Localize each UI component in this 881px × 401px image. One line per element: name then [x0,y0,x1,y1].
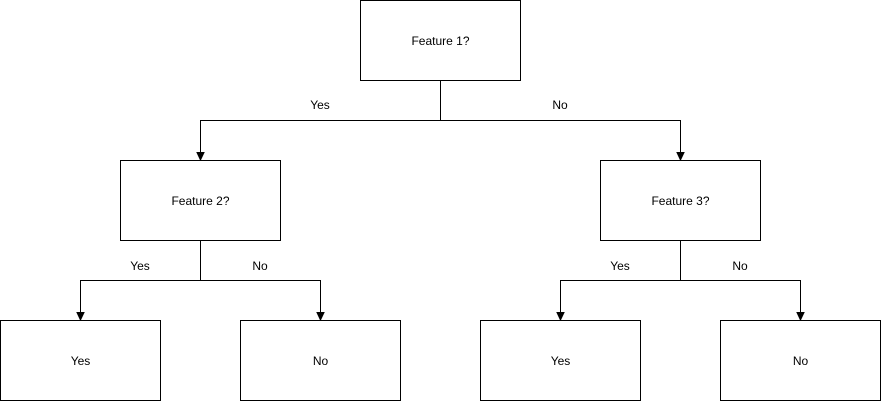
arrowhead-to-leaf1 [76,312,85,322]
edge-label-feature2-yes: Yes [130,259,150,273]
node-leaf4-label: No [793,354,809,368]
arrowhead-to-feature2 [196,152,205,162]
edge-feature2-no [200,280,321,313]
arrowhead-to-feature3 [676,152,685,162]
node-leaf1: Yes [0,320,161,401]
node-feature1-label: Feature 1? [411,34,469,48]
edge-feature1-no [440,120,681,153]
edge-labels: Yes No Yes No Yes No [130,98,748,273]
arrowhead-to-leaf4 [796,312,805,322]
arrowhead-to-leaf2 [316,312,325,322]
edge-feature1-yes [200,120,441,153]
node-leaf4: No [720,320,881,401]
node-leaf1-label: Yes [71,354,91,368]
edge-label-feature1-yes: Yes [310,98,330,112]
node-feature3-label: Feature 3? [651,194,709,208]
node-feature1: Feature 1? [360,0,521,81]
node-feature3: Feature 3? [600,160,761,241]
node-feature2-label: Feature 2? [171,194,229,208]
edge-label-feature3-yes: Yes [610,259,630,273]
edge-label-feature1-no: No [552,98,568,112]
edge-feature2-yes [80,280,201,313]
node-feature2: Feature 2? [120,160,281,241]
arrowhead-to-leaf3 [556,312,565,322]
node-leaf2: No [240,320,401,401]
edge-label-feature3-no: No [732,259,748,273]
edge-feature3-yes [560,280,681,313]
edge-label-feature2-no: No [252,259,268,273]
edge-feature3-no [680,280,801,313]
node-leaf3: Yes [480,320,641,401]
node-leaf3-label: Yes [551,354,571,368]
connectors [76,80,805,322]
node-leaf2-label: No [313,354,329,368]
